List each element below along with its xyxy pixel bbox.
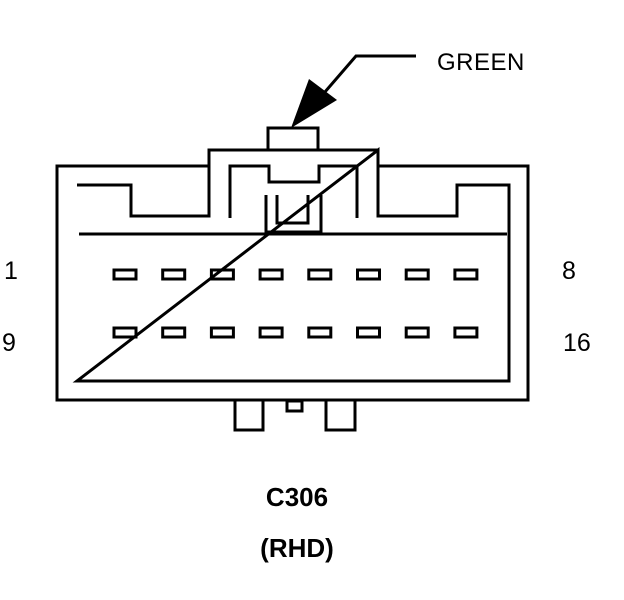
pin-cavity-3 — [209, 268, 235, 281]
pin-cavity-13 — [307, 326, 333, 339]
key-channel — [228, 164, 359, 218]
pin-cavity-10 — [161, 326, 187, 339]
pin-cavity-12 — [258, 326, 284, 339]
callout-arrowhead — [291, 79, 337, 128]
latch — [264, 195, 323, 234]
housing-inner-wall — [72, 146, 511, 383]
bottom-nub — [285, 399, 304, 413]
pin-cavity-1 — [112, 268, 138, 281]
pin-label-9: 9 — [2, 329, 16, 357]
connector-variant: (RHD) — [260, 533, 334, 563]
pin-label-8: 8 — [562, 257, 576, 285]
pin-cavity-15 — [404, 326, 430, 339]
pin-cavity-9 — [112, 326, 138, 339]
pin-cavity-7 — [404, 268, 430, 281]
connector-id: C306 — [266, 482, 328, 512]
color-callout-pointer — [291, 54, 416, 128]
pin-cavity-4 — [258, 268, 284, 281]
pin-cavity-6 — [356, 268, 381, 281]
pin-rows — [112, 268, 479, 339]
top-tab — [266, 126, 320, 150]
pin-cavity-2 — [161, 268, 187, 281]
connector-housing — [55, 126, 530, 432]
color-callout-label: GREEN — [437, 49, 525, 76]
pin-cavity-5 — [307, 268, 333, 281]
bottom-foot-left — [233, 401, 265, 432]
pin-cavity-8 — [453, 268, 479, 281]
pin-label-1: 1 — [4, 257, 18, 285]
pin-label-16: 16 — [563, 329, 591, 357]
bottom-foot-right — [324, 401, 357, 432]
callout-leader-line — [316, 54, 416, 101]
pin-cavity-11 — [209, 326, 235, 339]
pin-cavity-14 — [356, 326, 381, 339]
pin-cavity-16 — [453, 326, 479, 339]
